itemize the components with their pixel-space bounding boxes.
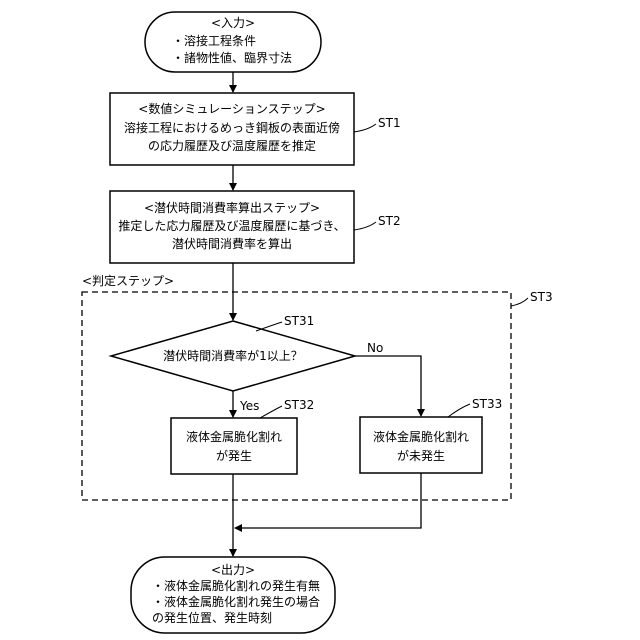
output-terminator: <出力> ・液体金属脆化割れの発生有無 ・液体金属脆化割れ発生の場合 の発生位置… (131, 557, 335, 633)
result-yes-tag-leader (260, 406, 282, 418)
result-yes-tag: ST32 (284, 398, 314, 412)
output-line-2: ・液体金属脆化割れ発生の場合 (152, 594, 320, 609)
result-no-crack-box: 液体金属脆化割れ が未発生 (360, 417, 482, 473)
result-no-line-1: 液体金属脆化割れ (373, 429, 469, 444)
step1-line-1: 溶接工程におけるめっき鋼板の表面近傍 (124, 120, 340, 135)
step2-box: <潜伏時間消費率算出ステップ> 推定した応力履歴及び温度履歴に基づき、 潜伏時間… (110, 191, 354, 263)
result-yes-line-2: が発生 (216, 448, 252, 463)
input-title: <入力> (211, 16, 255, 30)
result-yes-line-1: 液体金属脆化割れ (186, 429, 282, 444)
decision-tag: ST31 (284, 314, 314, 328)
result-no-line-2: が未発生 (397, 448, 445, 463)
result-no-tag-leader (448, 404, 470, 417)
decision-text: 潜伏時間消費率が1以上？ (163, 348, 303, 363)
step1-box: <数値シミュレーションステップ> 溶接工程におけるめっき鋼板の表面近傍 の応力履… (110, 93, 354, 165)
decision-tag-leader (256, 322, 282, 331)
yes-label: Yes (239, 399, 259, 413)
step1-title: <数値シミュレーションステップ> (138, 101, 325, 116)
input-terminator: <入力> ・溶接工程条件 ・諸物性値、臨界寸法 (145, 12, 321, 72)
step2-title: <潜伏時間消費率算出ステップ> (144, 200, 320, 215)
step1-tag-leader (354, 124, 376, 132)
output-title: <出力> (211, 563, 255, 577)
decision-diamond: 潜伏時間消費率が1以上？ (111, 321, 355, 391)
step2-line-1: 推定した応力履歴及び温度履歴に基づき、 (118, 218, 345, 233)
input-line-2: ・諸物性値、臨界寸法 (172, 50, 292, 65)
output-line-1: ・液体金属脆化割れの発生有無 (152, 578, 320, 593)
no-label: No (367, 341, 383, 355)
step1-line-2: の応力履歴及び温度履歴を推定 (148, 138, 316, 153)
step2-line-2: 潜伏時間消費率を算出 (172, 236, 292, 251)
arrow-no (355, 356, 421, 416)
step1-tag: ST1 (378, 116, 401, 130)
step2-tag: ST2 (378, 214, 401, 228)
output-line-3: の発生位置、発生時刻 (152, 610, 272, 625)
result-no-tag: ST33 (472, 397, 502, 411)
judge-tag: ST3 (530, 290, 553, 304)
step2-tag-leader (354, 222, 376, 230)
result-crack-occurs-box: 液体金属脆化割れ が発生 (171, 418, 297, 474)
judge-tag-leader (511, 298, 528, 306)
judge-label: <判定ステップ> (82, 273, 174, 288)
input-line-1: ・溶接工程条件 (172, 33, 256, 48)
